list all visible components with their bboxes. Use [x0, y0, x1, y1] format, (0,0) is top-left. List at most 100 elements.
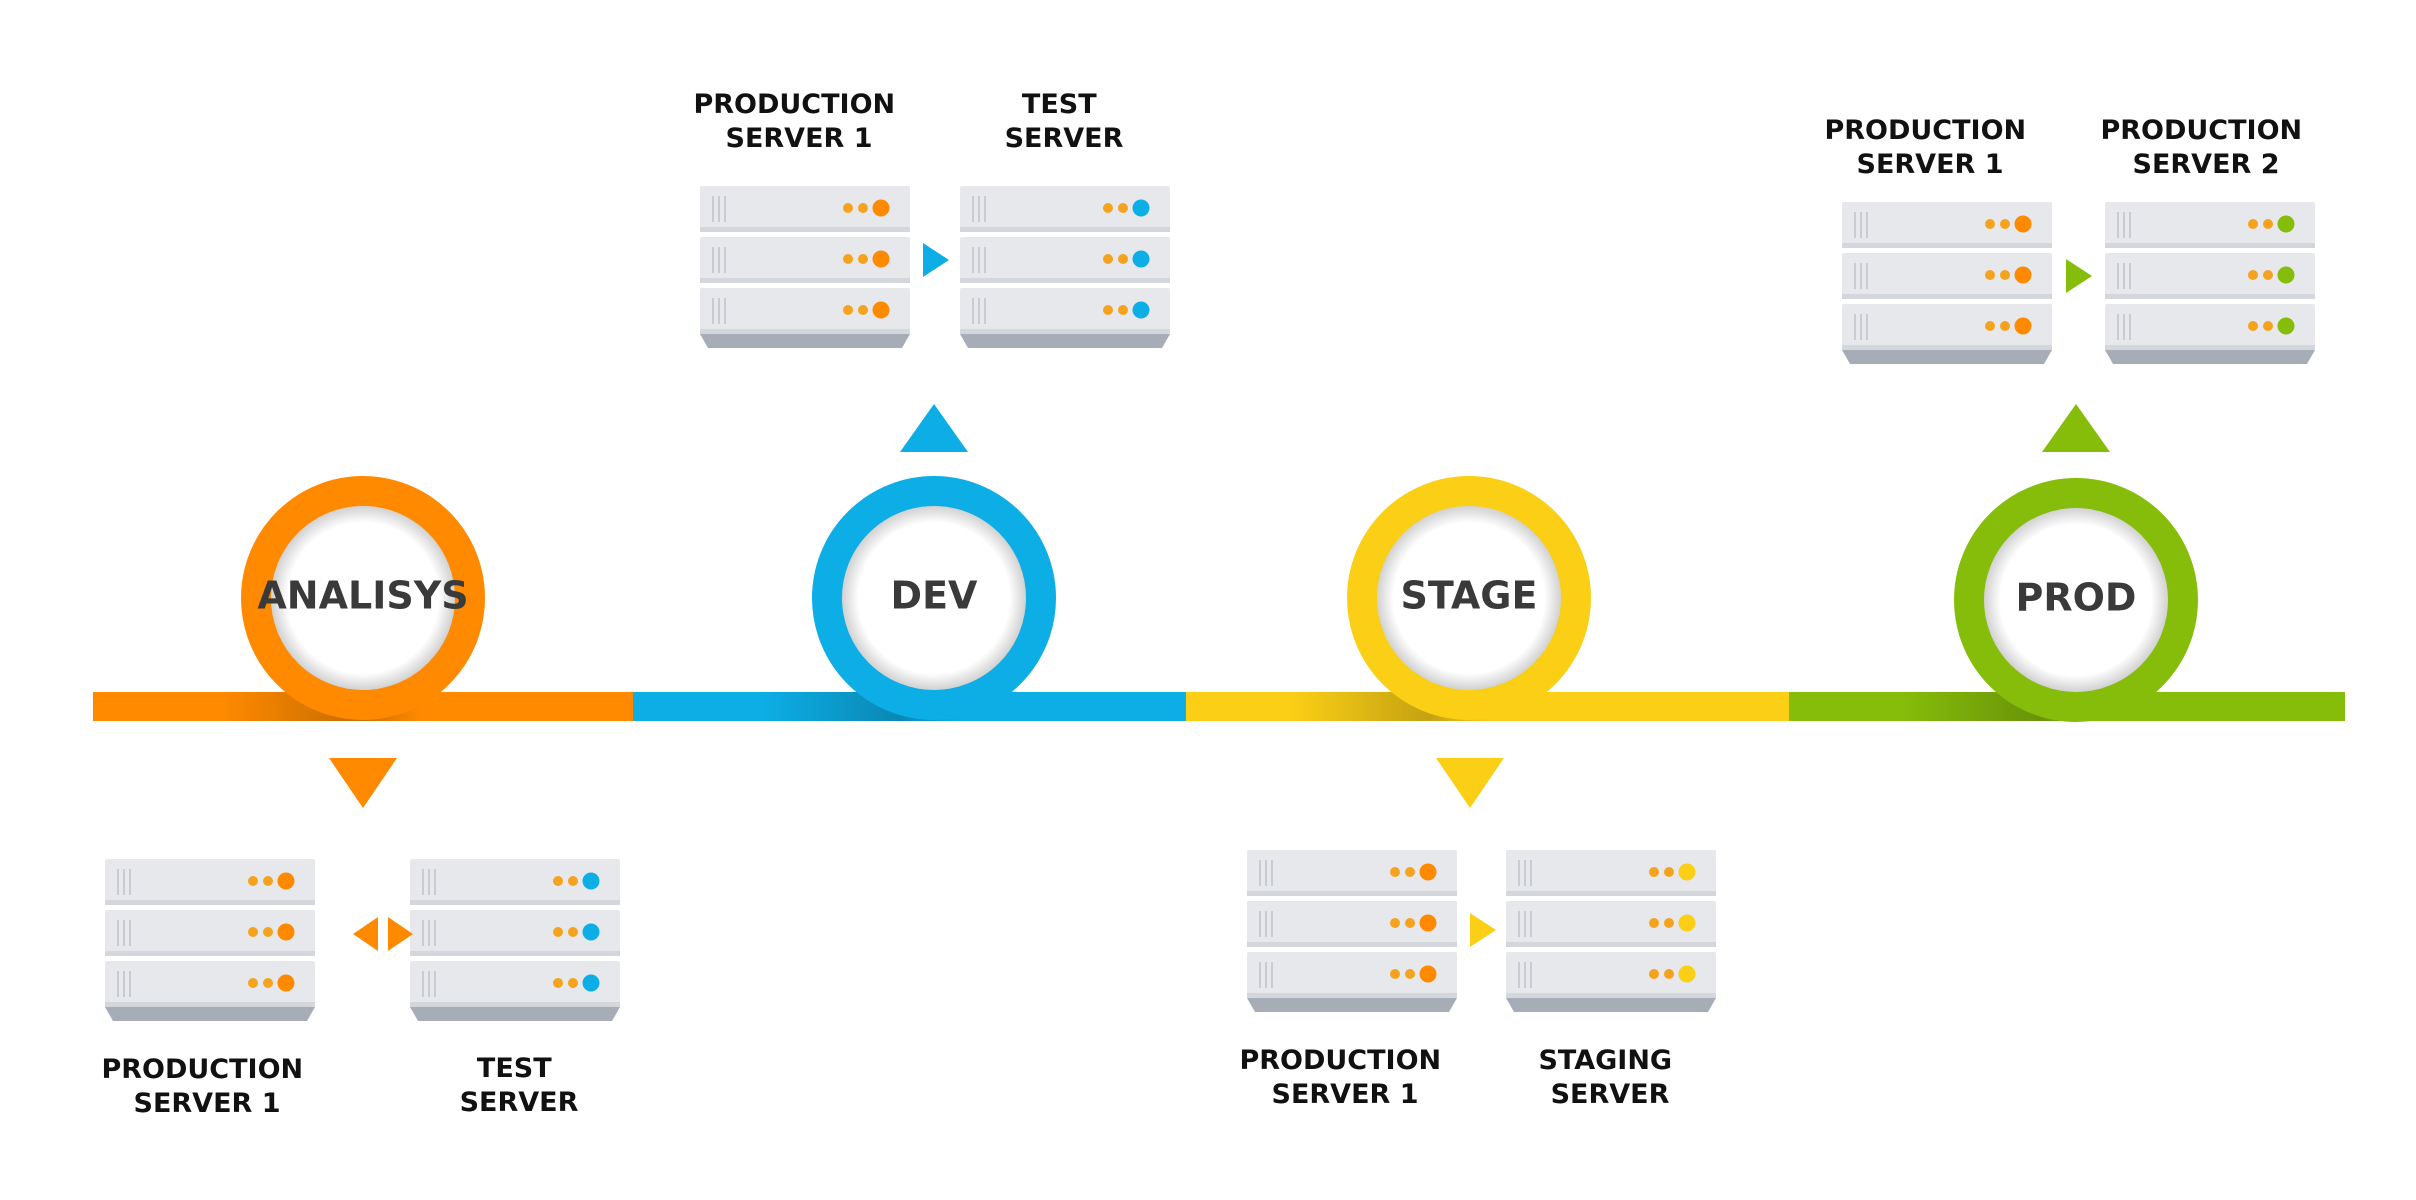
server-vent — [129, 971, 131, 997]
server-unit — [1506, 901, 1716, 947]
server-unit-edge — [1247, 942, 1457, 947]
status-led-main — [872, 199, 890, 217]
status-led — [263, 927, 273, 937]
arrow-right-icon — [388, 917, 413, 951]
server-unit-edge — [1506, 891, 1716, 896]
triangle-pointer-icon — [2042, 404, 2110, 452]
server-vent — [1259, 911, 1261, 937]
server-vent — [1854, 212, 1856, 238]
stage-prod: PROD — [1954, 478, 2198, 722]
label-line: SERVER 1 — [726, 123, 873, 154]
label-line: SERVER 1 — [1272, 1079, 1419, 1110]
server-vent — [1259, 962, 1261, 988]
server-vent — [129, 869, 131, 895]
server-unit-edge — [1842, 294, 2052, 299]
server-vent — [2123, 263, 2125, 289]
server-label-prod-1: PRODUCTION SERVER 1 — [1824, 115, 2035, 180]
server-unit — [1506, 952, 1716, 998]
server-unit-edge — [1506, 993, 1716, 998]
server-vent — [1265, 860, 1267, 886]
server-vent — [123, 971, 125, 997]
server-unit — [1506, 850, 1716, 896]
server-unit-edge — [960, 227, 1170, 232]
status-led-main — [582, 974, 600, 992]
server-unit — [700, 186, 910, 232]
stage-label-dev: DEV — [891, 574, 979, 618]
status-led — [858, 254, 868, 264]
server-rack-icon — [1842, 202, 2052, 364]
triangle-pointer-icon — [900, 404, 968, 452]
server-vent — [422, 920, 424, 946]
label-line: TEST — [1022, 89, 1097, 120]
server-vent — [724, 247, 726, 273]
server-unit — [960, 186, 1170, 232]
server-vent — [1530, 911, 1532, 937]
label-line: SERVER — [1551, 1079, 1670, 1110]
server-vent — [1271, 860, 1273, 886]
server-vent — [129, 920, 131, 946]
server-vent — [428, 869, 430, 895]
server-vent — [422, 971, 424, 997]
server-vent — [1265, 962, 1267, 988]
status-led — [2263, 270, 2273, 280]
server-unit — [1842, 253, 2052, 299]
server-label-analisys-1: PRODUCTION SERVER 1 — [101, 1054, 312, 1119]
server-vent — [978, 196, 980, 222]
status-led — [1405, 918, 1415, 928]
status-led — [248, 876, 258, 886]
server-vent — [724, 298, 726, 324]
server-label-stage-2: STAGING SERVER — [1538, 1045, 1681, 1110]
server-rack-icon — [410, 859, 620, 1021]
status-led — [1985, 321, 1995, 331]
stage-analisys: ANALISYS — [241, 476, 485, 720]
server-unit — [2105, 202, 2315, 248]
stage-ring-shadow — [842, 506, 1026, 690]
status-led-main — [2014, 215, 2032, 233]
status-led-main — [277, 923, 295, 941]
status-led — [553, 876, 563, 886]
server-vent — [1271, 911, 1273, 937]
status-led-main — [277, 872, 295, 890]
status-led — [1118, 203, 1128, 213]
server-vent — [428, 920, 430, 946]
status-led — [2000, 219, 2010, 229]
server-vent — [2117, 263, 2119, 289]
server-vent — [2129, 263, 2131, 289]
label-line: SERVER — [1005, 123, 1124, 154]
status-led — [263, 876, 273, 886]
server-unit-edge — [700, 227, 910, 232]
server-unit — [700, 288, 910, 334]
server-unit — [1247, 952, 1457, 998]
server-unit — [1842, 202, 2052, 248]
server-unit-edge — [410, 951, 620, 956]
status-led — [568, 978, 578, 988]
server-vent — [434, 920, 436, 946]
status-led — [553, 927, 563, 937]
status-led — [568, 927, 578, 937]
server-unit-edge — [1842, 345, 2052, 350]
server-unit — [105, 910, 315, 956]
stage-dev: DEV — [812, 476, 1056, 720]
server-vent — [712, 247, 714, 273]
status-led-main — [872, 301, 890, 319]
label-line: STAGING — [1538, 1045, 1672, 1076]
server-vent — [1524, 860, 1526, 886]
server-groups — [105, 186, 2315, 1021]
status-led — [553, 978, 563, 988]
status-led — [1103, 305, 1113, 315]
server-unit — [410, 859, 620, 905]
stage-ring-shadow — [1984, 508, 2168, 692]
arrow-right-icon — [923, 243, 949, 277]
server-vent — [712, 196, 714, 222]
server-unit — [960, 237, 1170, 283]
status-led — [2248, 219, 2258, 229]
server-base — [700, 334, 910, 348]
label-line: PRODUCTION — [1824, 115, 2026, 146]
status-led — [248, 978, 258, 988]
status-led-main — [1419, 965, 1437, 983]
status-led-main — [1419, 863, 1437, 881]
server-unit-edge — [700, 329, 910, 334]
server-vent — [2123, 212, 2125, 238]
server-base — [410, 1007, 620, 1021]
